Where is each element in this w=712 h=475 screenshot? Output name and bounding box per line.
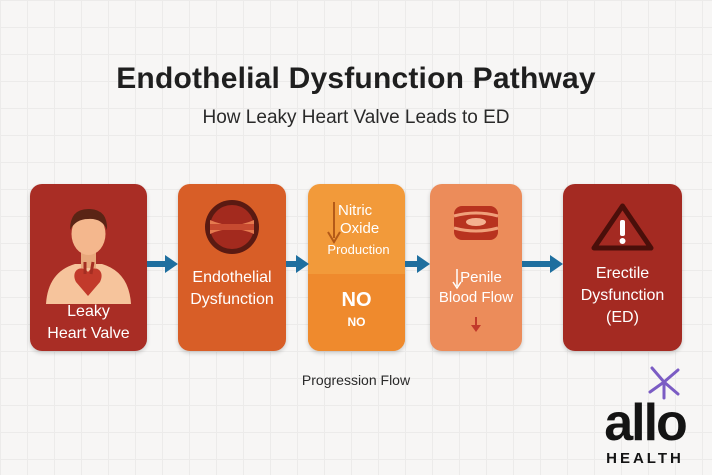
flow-arrow-icon <box>286 255 309 273</box>
step-label-line1: Nitric <box>338 202 373 219</box>
step-leaky-heart-valve: Leaky Heart Valve <box>30 184 147 351</box>
step-nitric-oxide: Nitric Oxide Production NO NO <box>308 184 405 351</box>
warning-icon <box>591 203 654 251</box>
artery-icon <box>453 206 499 240</box>
page-title: Endothelial Dysfunction Pathway <box>116 62 596 95</box>
step-label-line2: Dysfunction <box>190 291 274 308</box>
page-subtitle: How Leaky Heart Valve Leads to ED <box>202 107 510 128</box>
step-label-line2: Dysfunction <box>580 287 665 304</box>
blood-vessel-icon <box>205 200 259 254</box>
down-arrow-icon <box>327 202 341 244</box>
down-arrow-small-icon <box>471 317 481 332</box>
step-label-line2: Blood Flow <box>438 289 514 306</box>
flow-arrow-icon <box>405 255 430 273</box>
molecule-icon <box>648 366 680 400</box>
allo-health-logo: allo HEALTH <box>590 360 700 470</box>
decrease-arrow-icon <box>452 269 462 290</box>
step-label-line1: Endothelial <box>192 269 272 286</box>
brand-sub: HEALTH <box>606 450 684 467</box>
step-erectile-dysfunction: Erectile Dysfunction (ED) <box>563 184 682 351</box>
step-label-line3: (ED) <box>606 309 639 326</box>
progression-flow-label: Progression Flow <box>301 372 411 388</box>
flow-arrow-icon <box>522 255 563 273</box>
step-label-line1: Leaky <box>67 303 110 320</box>
step-label-line2: Oxide <box>340 220 380 237</box>
no-panel <box>308 274 405 351</box>
no-big-text: NO <box>341 289 372 311</box>
step-endothelial-dysfunction: Endothelial Dysfunction <box>178 184 286 351</box>
step-label-line1: Erectile <box>595 265 650 282</box>
step-label-line1: Penile <box>460 269 502 286</box>
brand-word: allo <box>604 394 688 452</box>
person-heart-icon <box>46 208 131 304</box>
step-label-line2: Heart Valve <box>47 325 130 342</box>
step-penile-blood-flow: Penile Blood Flow <box>430 184 522 351</box>
flow-arrow-icon <box>147 255 178 273</box>
step-label-line3: Production <box>327 242 390 257</box>
no-small-text: NO <box>347 315 366 329</box>
